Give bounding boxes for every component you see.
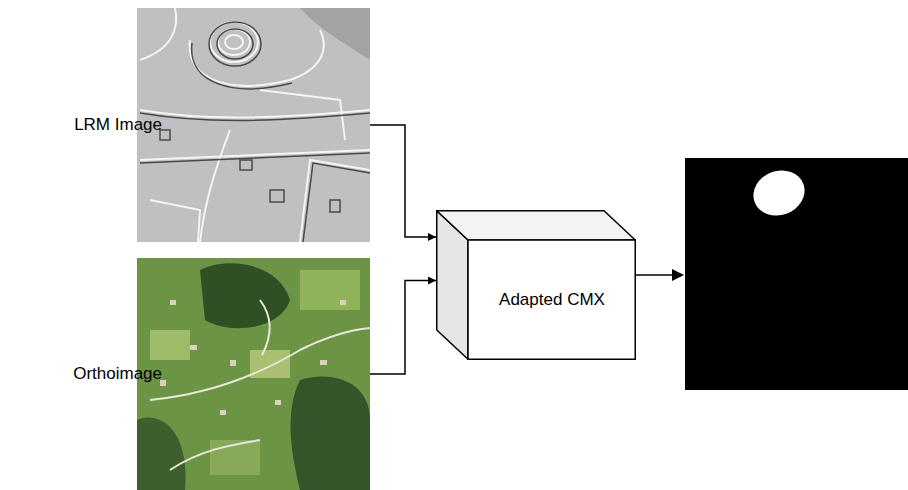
segmentation-mask [685,158,908,390]
image-label: Orthoimage [73,364,162,384]
input-image: LRM Image [30,8,370,242]
image-label: LRM Image [74,115,162,135]
lrm-image [137,8,370,242]
connector-arrow [370,281,436,375]
cube-outline [436,210,636,360]
orthoimage [137,258,370,490]
input-image: Orthoimage [30,258,370,490]
model-box: Adapted CMX [436,210,636,360]
box-label: Adapted CMX [499,290,605,310]
connector-arrow [370,125,436,237]
output-arrow [636,269,684,281]
